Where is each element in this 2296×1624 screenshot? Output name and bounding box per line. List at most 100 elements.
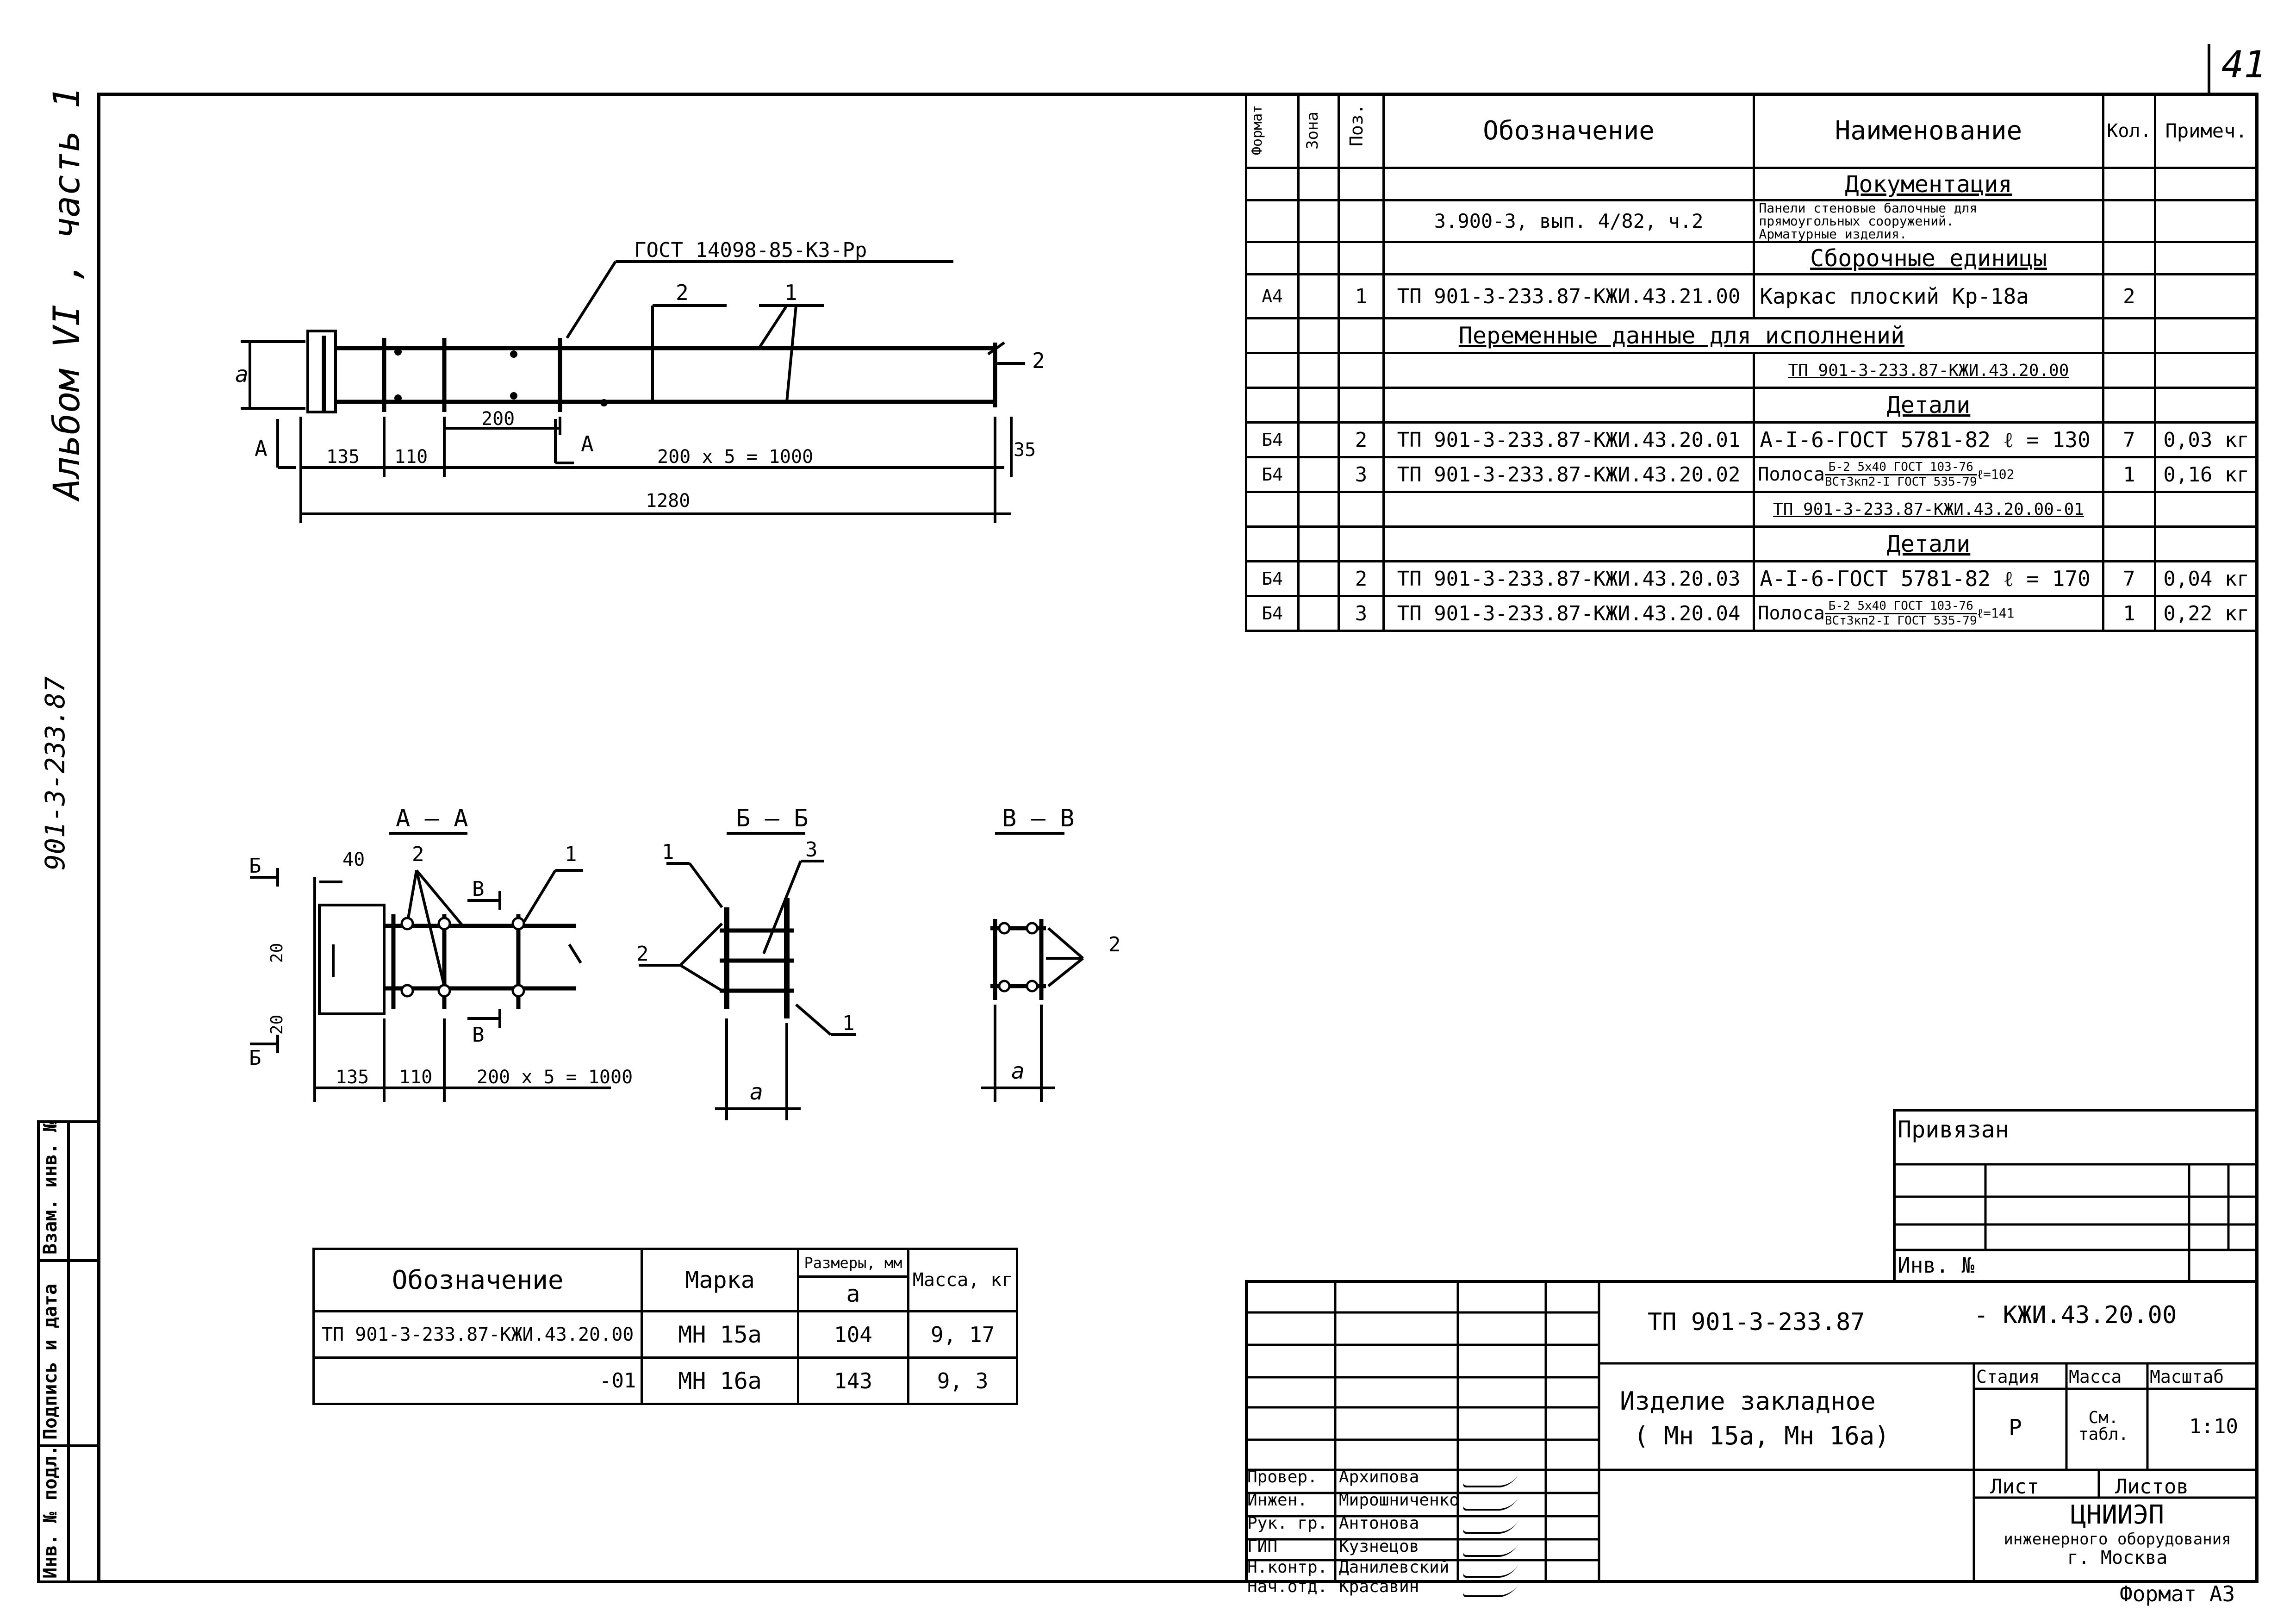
spec-empty-cell — [1244, 525, 1300, 562]
spec-name: А-I-6-ГОСТ 5781-82 ℓ = 170 — [1753, 560, 2104, 597]
spec-strip-length: ℓ=102 — [1977, 467, 2015, 482]
spec-strip-top: Б-2 5х40 ГОСТ 103-76 — [1824, 600, 1977, 614]
spec-format: Б4 — [1244, 560, 1300, 597]
hdr-note: Примеч. — [2154, 93, 2259, 169]
spec-pos: 2 — [1338, 560, 1385, 597]
tb-staff-role: Инжен. — [1247, 1491, 1308, 1510]
spec-empty-cell — [2154, 525, 2259, 562]
spec-empty-cell — [1382, 241, 1755, 275]
marks-h-designation: Обозначение — [312, 1248, 643, 1312]
plan-transverse-bars — [322, 336, 997, 412]
tb-staff-role: Рук. гр. — [1247, 1514, 1328, 1533]
specification-table: Формат Зона Поз. Обозначение Наименовани… — [1244, 93, 2259, 632]
dim-20-a: 20 — [268, 943, 286, 963]
tb-sheets-h: Листов — [2115, 1475, 2189, 1499]
marks-h-mark: Марка — [641, 1248, 799, 1312]
dim-1280: 1280 — [646, 490, 690, 512]
spec-header-row: Формат Зона Поз. Обозначение Наименовани… — [1244, 93, 2259, 169]
spec-row: Документация — [1244, 167, 2259, 201]
tb-name-2: ( Мн 15а, Мн 16а) — [1634, 1421, 1890, 1450]
spec-note — [2154, 273, 2259, 319]
spec-qty: 7 — [2102, 560, 2157, 597]
marks-h-a: а — [796, 1275, 910, 1312]
spec-variant-title: ТП 901-3-233.87-КЖИ.43.20.00-01 — [1753, 491, 2104, 528]
spec-empty-cell — [2154, 167, 2259, 201]
spec-empty-cell — [1382, 167, 1755, 201]
spec-empty-cell — [1244, 317, 1300, 354]
spec-designation: ТП 901-3-233.87-КЖИ.43.21.00 — [1382, 273, 1755, 319]
tb-mass: См. табл. — [2078, 1408, 2129, 1444]
spec-strip-length: ℓ=141 — [1977, 606, 2015, 621]
tb-staff-role: Нач.отд. — [1247, 1577, 1328, 1596]
spec-qty: 1 — [2102, 595, 2157, 632]
aa-dim-110: 110 — [399, 1067, 432, 1088]
spec-empty-cell — [2102, 199, 2157, 243]
spec-section-title: Детали — [1753, 525, 2104, 562]
spec-empty-cell — [2154, 199, 2259, 243]
marks-row-a: 104 — [796, 1310, 910, 1359]
sheet-number: 41 — [2221, 43, 2266, 86]
spec-pos: 3 — [1338, 595, 1385, 632]
tb-sheet-h: Лист — [1990, 1475, 2039, 1499]
spec-empty-cell — [1297, 352, 1340, 389]
spec-note: 0,16 кг — [2154, 456, 2259, 493]
tb-staff-role: Н.контр. — [1247, 1558, 1328, 1577]
spec-empty-cell — [2154, 387, 2259, 424]
plan-plate — [306, 330, 337, 413]
plan-pos2-right: 2 — [1032, 348, 1045, 373]
marks-row-mark: МН 16а — [641, 1356, 799, 1405]
spec-note: 0,03 кг — [2154, 421, 2259, 458]
spec-empty-cell — [1297, 595, 1340, 632]
spec-pos: 3 — [1338, 456, 1385, 493]
marks-h-sizes: Размеры, мм — [796, 1248, 910, 1278]
spec-designation: ТП 901-3-233.87-КЖИ.43.20.04 — [1382, 595, 1755, 632]
marks-row-a: 143 — [796, 1356, 910, 1405]
dim-135: 135 — [326, 446, 360, 468]
spec-name: А-I-6-ГОСТ 5781-82 ℓ = 130 — [1753, 421, 2104, 458]
tb-staff-name: Антонова — [1339, 1514, 1419, 1533]
spec-strip-bottom: ВСт3кп2-I ГОСТ 535-79 — [1824, 613, 1977, 628]
spec-empty-cell — [2154, 491, 2259, 528]
spec-strip-bottom: ВСт3кп2-I ГОСТ 535-79 — [1824, 475, 1977, 489]
spec-empty-cell — [2102, 387, 2157, 424]
hdr-pos: Поз. — [1346, 103, 1367, 146]
spec-empty-cell — [1338, 199, 1385, 243]
tb-org-2: инженерного оборудования — [2004, 1530, 2231, 1549]
section-mark-right: А — [581, 431, 594, 456]
aa-dim-135: 135 — [336, 1067, 369, 1088]
aa-pos1: 1 — [565, 843, 577, 866]
title-block-grid — [1245, 1280, 2259, 1583]
hdr-format: Формат — [1249, 105, 1265, 155]
spec-empty-cell — [1297, 387, 1340, 424]
spec-section-title: Детали — [1753, 387, 2104, 424]
hdr-qty: Кол. — [2102, 93, 2157, 169]
spec-section-title: Документация — [1753, 167, 2104, 201]
section-aa-title: А – А — [396, 805, 468, 832]
tb-code-suffix: - КЖИ.43.20.00 — [1974, 1301, 2177, 1329]
spec-empty-cell — [1244, 167, 1300, 201]
spec-empty-cell — [1338, 387, 1385, 424]
tb-staff-name: Красавин — [1339, 1577, 1419, 1596]
spec-strip-prefix: Полоса — [1758, 464, 1825, 485]
marks-row-mass: 9, 3 — [907, 1356, 1018, 1405]
spec-empty-cell — [1297, 167, 1340, 201]
marks-row-designation: -01 — [312, 1356, 643, 1405]
aa-mark-b-bottom: Б — [249, 1046, 261, 1070]
spec-empty-cell — [1338, 352, 1385, 389]
spec-strip-top: Б-2 5х40 ГОСТ 103-76 — [1824, 461, 1977, 475]
bb-pos3: 3 — [805, 838, 818, 862]
spec-designation: ТП 901-3-233.87-КЖИ.43.20.02 — [1382, 456, 1755, 493]
hdr-designation: Обозначение — [1382, 93, 1755, 169]
vv-pos2: 2 — [1108, 933, 1121, 956]
spec-empty-cell — [1382, 491, 1755, 528]
spec-designation: ТП 901-3-233.87-КЖИ.43.20.01 — [1382, 421, 1755, 458]
spec-empty-cell — [2102, 241, 2157, 275]
spec-empty-cell — [2154, 241, 2259, 275]
marks-h-mass: Масса, кг — [907, 1248, 1018, 1312]
spec-format: Б4 — [1244, 456, 1300, 493]
spec-empty-cell — [2102, 525, 2157, 562]
marks-table: Обозначение Марка Размеры, мм Масса, кг … — [312, 1248, 1018, 1405]
